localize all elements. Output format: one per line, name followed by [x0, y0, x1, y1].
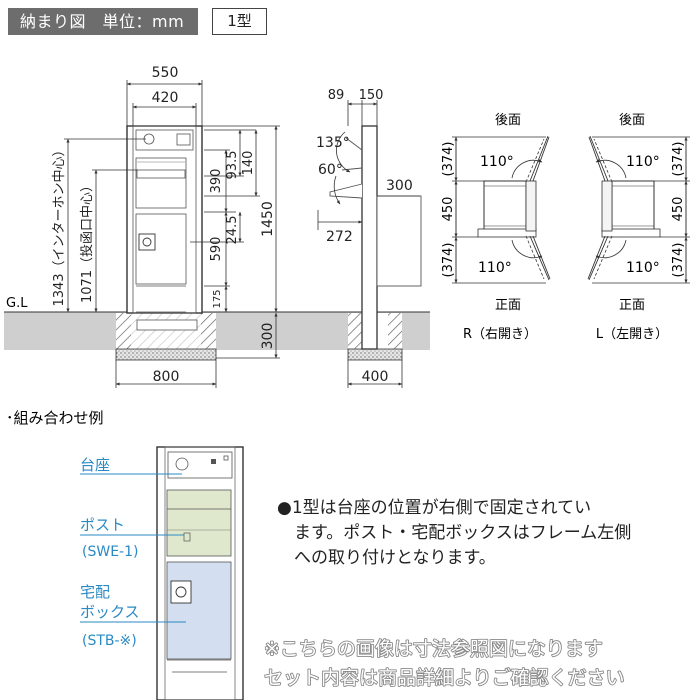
note-line-3: への取り付けとなります。 — [294, 548, 496, 568]
plan-view-right: 後面 正面 R（右開き） 110° 110° (374) 450 (374) — [441, 113, 551, 342]
label-post: ポスト — [80, 516, 125, 534]
dim-175: 175 — [212, 289, 223, 308]
front-view — [115, 125, 217, 361]
plan-r-rear-label: 後面 — [495, 113, 521, 128]
plan-l-dim-top: (374) — [671, 142, 686, 177]
plan-r-caption: R（右開き） — [463, 327, 537, 342]
label-post-model: (SWE-1) — [82, 544, 138, 560]
dim-interphone-center: 1343（インターホン中心） — [52, 143, 67, 306]
dim-150: 150 — [359, 88, 384, 103]
label-base: 台座 — [80, 456, 110, 474]
plan-l-angle-top: 110° — [626, 154, 660, 170]
angle-60: 60° — [318, 162, 343, 178]
dim-93-5: 93.5 — [225, 151, 240, 180]
label-box-model: (STB-※) — [82, 633, 137, 649]
plan-l-front-label: 正面 — [619, 298, 645, 313]
note-line-2: ます。ポスト・宅配ボックスはフレーム左側 — [294, 523, 631, 543]
dim-89: 89 — [328, 88, 345, 103]
plan-r-front-label: 正面 — [495, 298, 521, 313]
combo-illustration — [156, 446, 244, 700]
dim-390: 390 — [209, 169, 224, 194]
disclaimer: ※こちらの画像は寸法参照図になります セット内容は商品詳細よりご確認ください — [263, 637, 625, 690]
ground-label: G.L — [6, 296, 28, 311]
plan-l-caption: L（左開き） — [596, 327, 668, 342]
dim-24-5: 24.5 — [225, 216, 240, 245]
drawing-title: 納まり図 単位：mm — [8, 8, 199, 35]
plan-l-angle-bottom: 110° — [626, 260, 660, 276]
plan-r-dim-top: (374) — [441, 142, 456, 177]
dim-140: 140 — [241, 151, 256, 176]
plan-r-angle-bottom: 110° — [478, 260, 512, 276]
header-bar: 納まり図 単位：mm 1型 — [8, 8, 267, 35]
plan-l-dim-mid: 450 — [671, 197, 686, 222]
side-dimensions — [317, 100, 420, 388]
plan-r-dim-mid: 450 — [441, 197, 456, 222]
dim-1450: 1450 — [260, 201, 276, 237]
side-view — [329, 125, 422, 361]
front-dimensions — [64, 80, 280, 388]
combo-labels: 台座 ポスト (SWE-1) 宅配 ボックス (STB-※) — [80, 456, 140, 649]
dim-slot-center: 1071（投函口中心） — [79, 179, 95, 303]
plan-l-rear-label: 後面 — [619, 113, 645, 128]
label-box-1: 宅配 — [80, 583, 110, 601]
dim-550: 550 — [152, 65, 179, 81]
dim-800: 800 — [153, 369, 180, 385]
dim-400: 400 — [362, 369, 389, 385]
plan-l-dim-bot: (374) — [671, 243, 686, 278]
dim-420: 420 — [152, 90, 179, 106]
angle-135: 135° — [316, 135, 350, 151]
dim-272: 272 — [326, 229, 353, 245]
disclaimer-line-2: セット内容は商品詳細よりご確認ください — [264, 667, 625, 689]
dim-300-depth: 300 — [260, 323, 276, 350]
front-dimension-labels: 550 420 390 93.5 140 590 24.5 175 1450 3… — [52, 65, 276, 385]
plan-r-dim-bot: (374) — [441, 243, 456, 278]
side-dimension-labels: 89 150 135° 60° 272 300 400 — [316, 88, 413, 385]
plan-view-left: 後面 正面 L（左開き） 110° 110° (374) 450 (374) — [587, 113, 690, 342]
dim-300-box: 300 — [386, 178, 413, 194]
disclaimer-line-1: ※こちらの画像は寸法参照図になります — [264, 638, 603, 660]
plan-r-angle-top: 110° — [480, 154, 514, 170]
note-line-1: ●1型は台座の位置が右側で固定されてい — [277, 498, 591, 518]
dim-590: 590 — [209, 237, 224, 262]
combo-heading: ･組み合わせ例 — [6, 409, 104, 427]
label-box-2: ボックス — [80, 603, 140, 621]
combo-leader-lines — [80, 473, 186, 623]
installation-note: ●1型は台座の位置が右側で固定されてい ます。ポスト・宅配ボックスはフレーム左側… — [277, 498, 631, 568]
type-badge: 1型 — [212, 8, 267, 35]
